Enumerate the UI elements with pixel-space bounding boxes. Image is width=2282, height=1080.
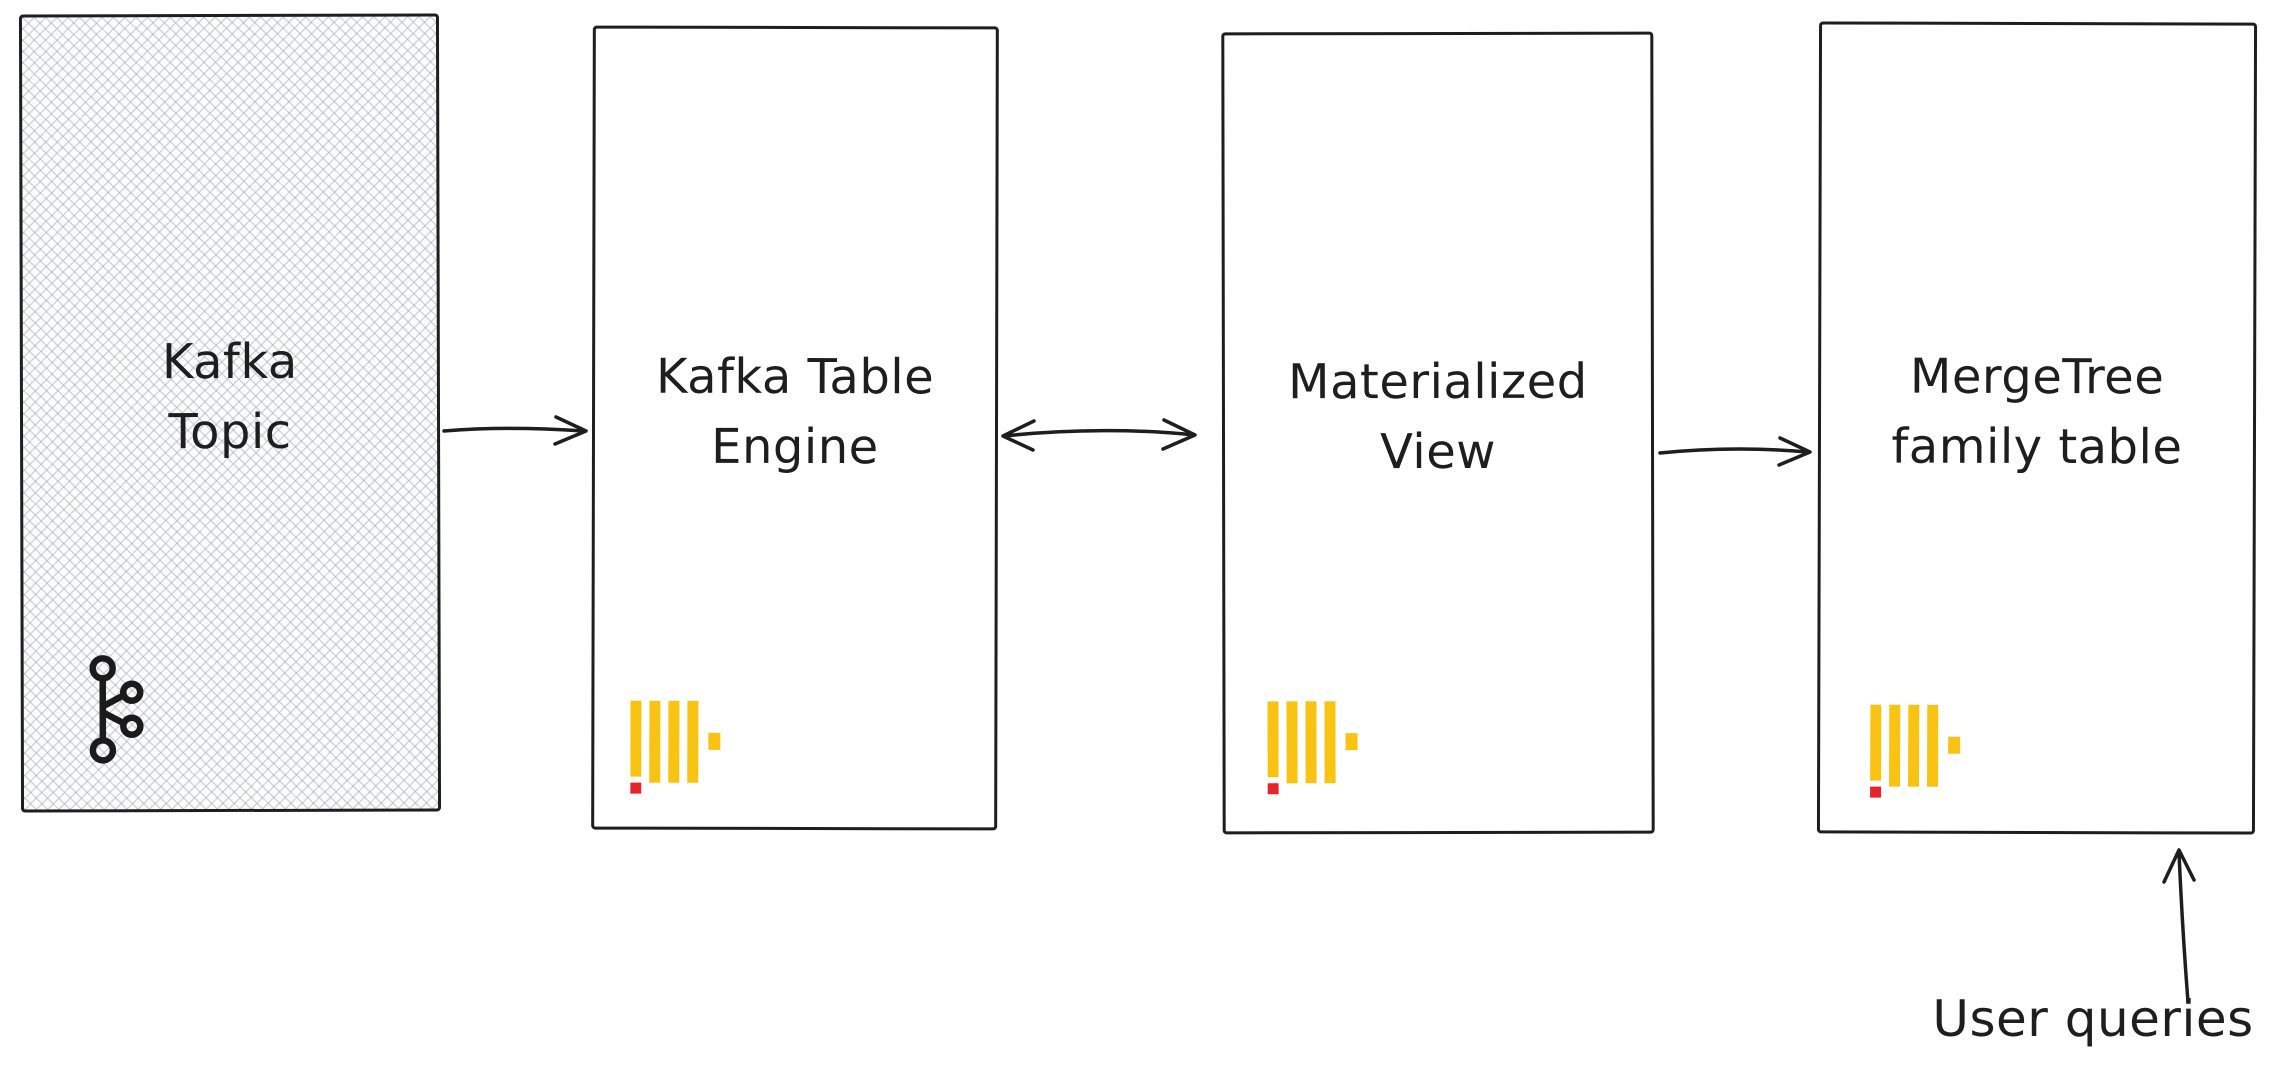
node-kafka-topic: Kafka Topic (18, 13, 442, 813)
node-materialized-view-label: Materialized View (1288, 354, 1588, 481)
clickhouse-icon (630, 700, 721, 794)
arrow-user-queries-to-mergetree (2162, 848, 2196, 1004)
node-mergetree-family-table: MergeTree family table (1816, 21, 2258, 835)
node-kafka-table-engine: Kafka Table Engine (591, 25, 999, 831)
user-queries-label: User queries (1932, 990, 2254, 1048)
node-mergetree-family-table-label: MergeTree family table (1891, 349, 2183, 476)
arrow-materialized-view-to-mergetree (1658, 436, 1812, 467)
arrow-kafka-topic-to-kafka-table-engine (442, 415, 588, 446)
arrow-kafka-table-engine-materialized-view-bidirectional (1001, 418, 1197, 452)
kafka-icon (89, 655, 144, 764)
clickhouse-icon (1870, 704, 1961, 798)
node-kafka-topic-label: Kafka Topic (161, 334, 298, 461)
node-kafka-table-engine-label: Kafka Table Engine (655, 349, 935, 476)
clickhouse-icon (1267, 701, 1358, 795)
node-materialized-view: Materialized View (1221, 31, 1655, 835)
